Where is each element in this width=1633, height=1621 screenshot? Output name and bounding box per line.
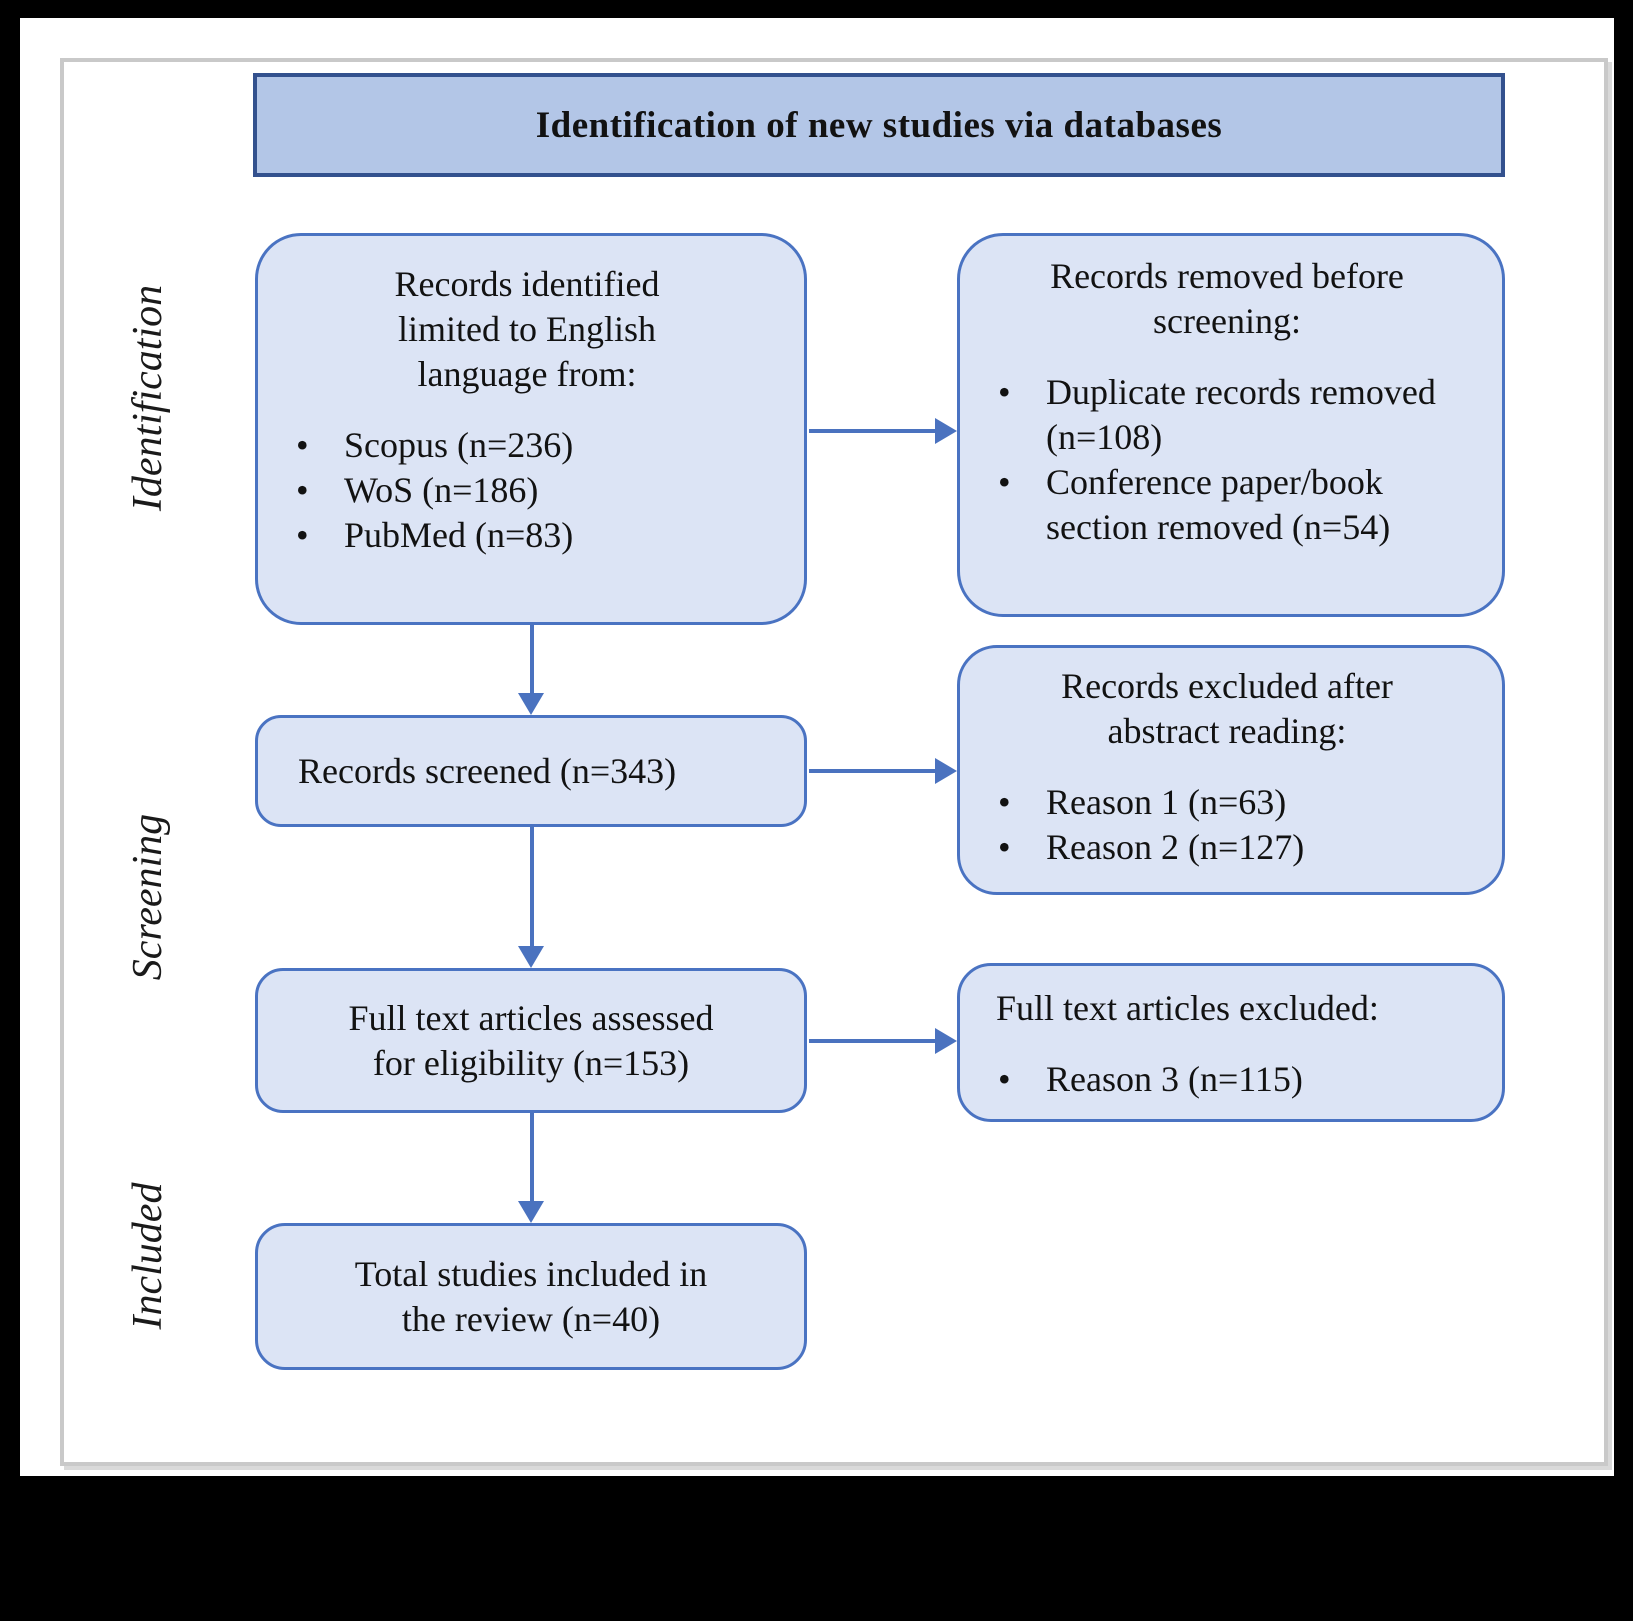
arrow-fulltext-to-included-head	[518, 1201, 544, 1223]
arrow-identified-to-removed-head	[935, 418, 957, 444]
heading-line: screening:	[1153, 301, 1301, 341]
stage-label-identification: Identification	[125, 284, 171, 512]
full-text-assessed-line: Full text articles assessed	[348, 997, 714, 1038]
bullet-item: Conference paper/book section removed (n…	[960, 460, 1460, 550]
records-screened-text: Records screened (n=343)	[298, 750, 677, 791]
bullet-item: Scopus (n=236)	[258, 423, 758, 468]
arrow-fulltext-to-excluded-head	[935, 1028, 957, 1054]
box-total-included: Total studies included in the review (n=…	[255, 1223, 807, 1370]
full-text-excluded-reasons: Reason 3 (n=115)	[960, 1057, 1494, 1102]
arrow-screened-to-excluded-head	[935, 758, 957, 784]
heading-line: Records removed before	[1050, 256, 1404, 296]
box-records-removed-heading: Records removed before screening:	[960, 254, 1494, 344]
box-full-text-assessed: Full text articles assessed for eligibil…	[255, 968, 807, 1113]
box-records-excluded-heading: Records excluded after abstract reading:	[960, 664, 1494, 754]
heading-line: limited to English	[398, 309, 656, 349]
box-records-screened: Records screened (n=343)	[255, 715, 807, 827]
arrow-screened-to-fulltext-head	[518, 946, 544, 968]
full-text-excluded-heading: Full text articles excluded:	[996, 988, 1379, 1028]
records-identified-sources: Scopus (n=236) WoS (n=186) PubMed (n=83)	[258, 423, 796, 558]
records-excluded-reasons: Reason 1 (n=63) Reason 2 (n=127)	[960, 780, 1494, 870]
heading-line: Records excluded after	[1061, 666, 1393, 706]
banner-title: Identification of new studies via databa…	[535, 104, 1223, 146]
box-full-text-excluded: Full text articles excluded: Reason 3 (n…	[957, 963, 1505, 1122]
bullet-item: PubMed (n=83)	[258, 513, 758, 558]
bullet-item: Duplicate records removed (n=108)	[960, 370, 1460, 460]
bullet-item: Reason 2 (n=127)	[960, 825, 1460, 870]
arrow-fulltext-to-included-line	[530, 1113, 534, 1203]
arrow-identified-to-screened-line	[530, 625, 534, 699]
arrow-identified-to-removed-line	[809, 429, 941, 433]
total-included-line: Total studies included in	[354, 1253, 708, 1294]
heading-line: abstract reading:	[1107, 711, 1347, 751]
arrow-fulltext-to-excluded-line	[809, 1039, 941, 1043]
heading-line: Records identified	[394, 264, 660, 304]
records-removed-reasons: Duplicate records removed (n=108) Confer…	[960, 370, 1494, 550]
box-records-identified: Records identified limited to English la…	[255, 233, 807, 625]
box-records-identified-heading: Records identified limited to English la…	[258, 262, 796, 397]
bullet-item: WoS (n=186)	[258, 468, 758, 513]
arrow-identified-to-screened-head	[518, 693, 544, 715]
arrow-screened-to-fulltext-line	[530, 827, 534, 950]
bullet-item: Reason 3 (n=115)	[960, 1057, 1460, 1102]
box-records-removed: Records removed before screening: Duplic…	[957, 233, 1505, 617]
stage-label-included: Included	[125, 1182, 171, 1330]
total-included-line: the review (n=40)	[401, 1298, 661, 1339]
box-records-excluded-abstract: Records excluded after abstract reading:…	[957, 645, 1505, 895]
bullet-item: Reason 1 (n=63)	[960, 780, 1460, 825]
heading-line: language from:	[417, 354, 637, 394]
arrow-screened-to-excluded-line	[809, 769, 941, 773]
phase-banner: Identification of new studies via databa…	[253, 73, 1505, 177]
full-text-assessed-line: for eligibility (n=153)	[372, 1042, 690, 1083]
